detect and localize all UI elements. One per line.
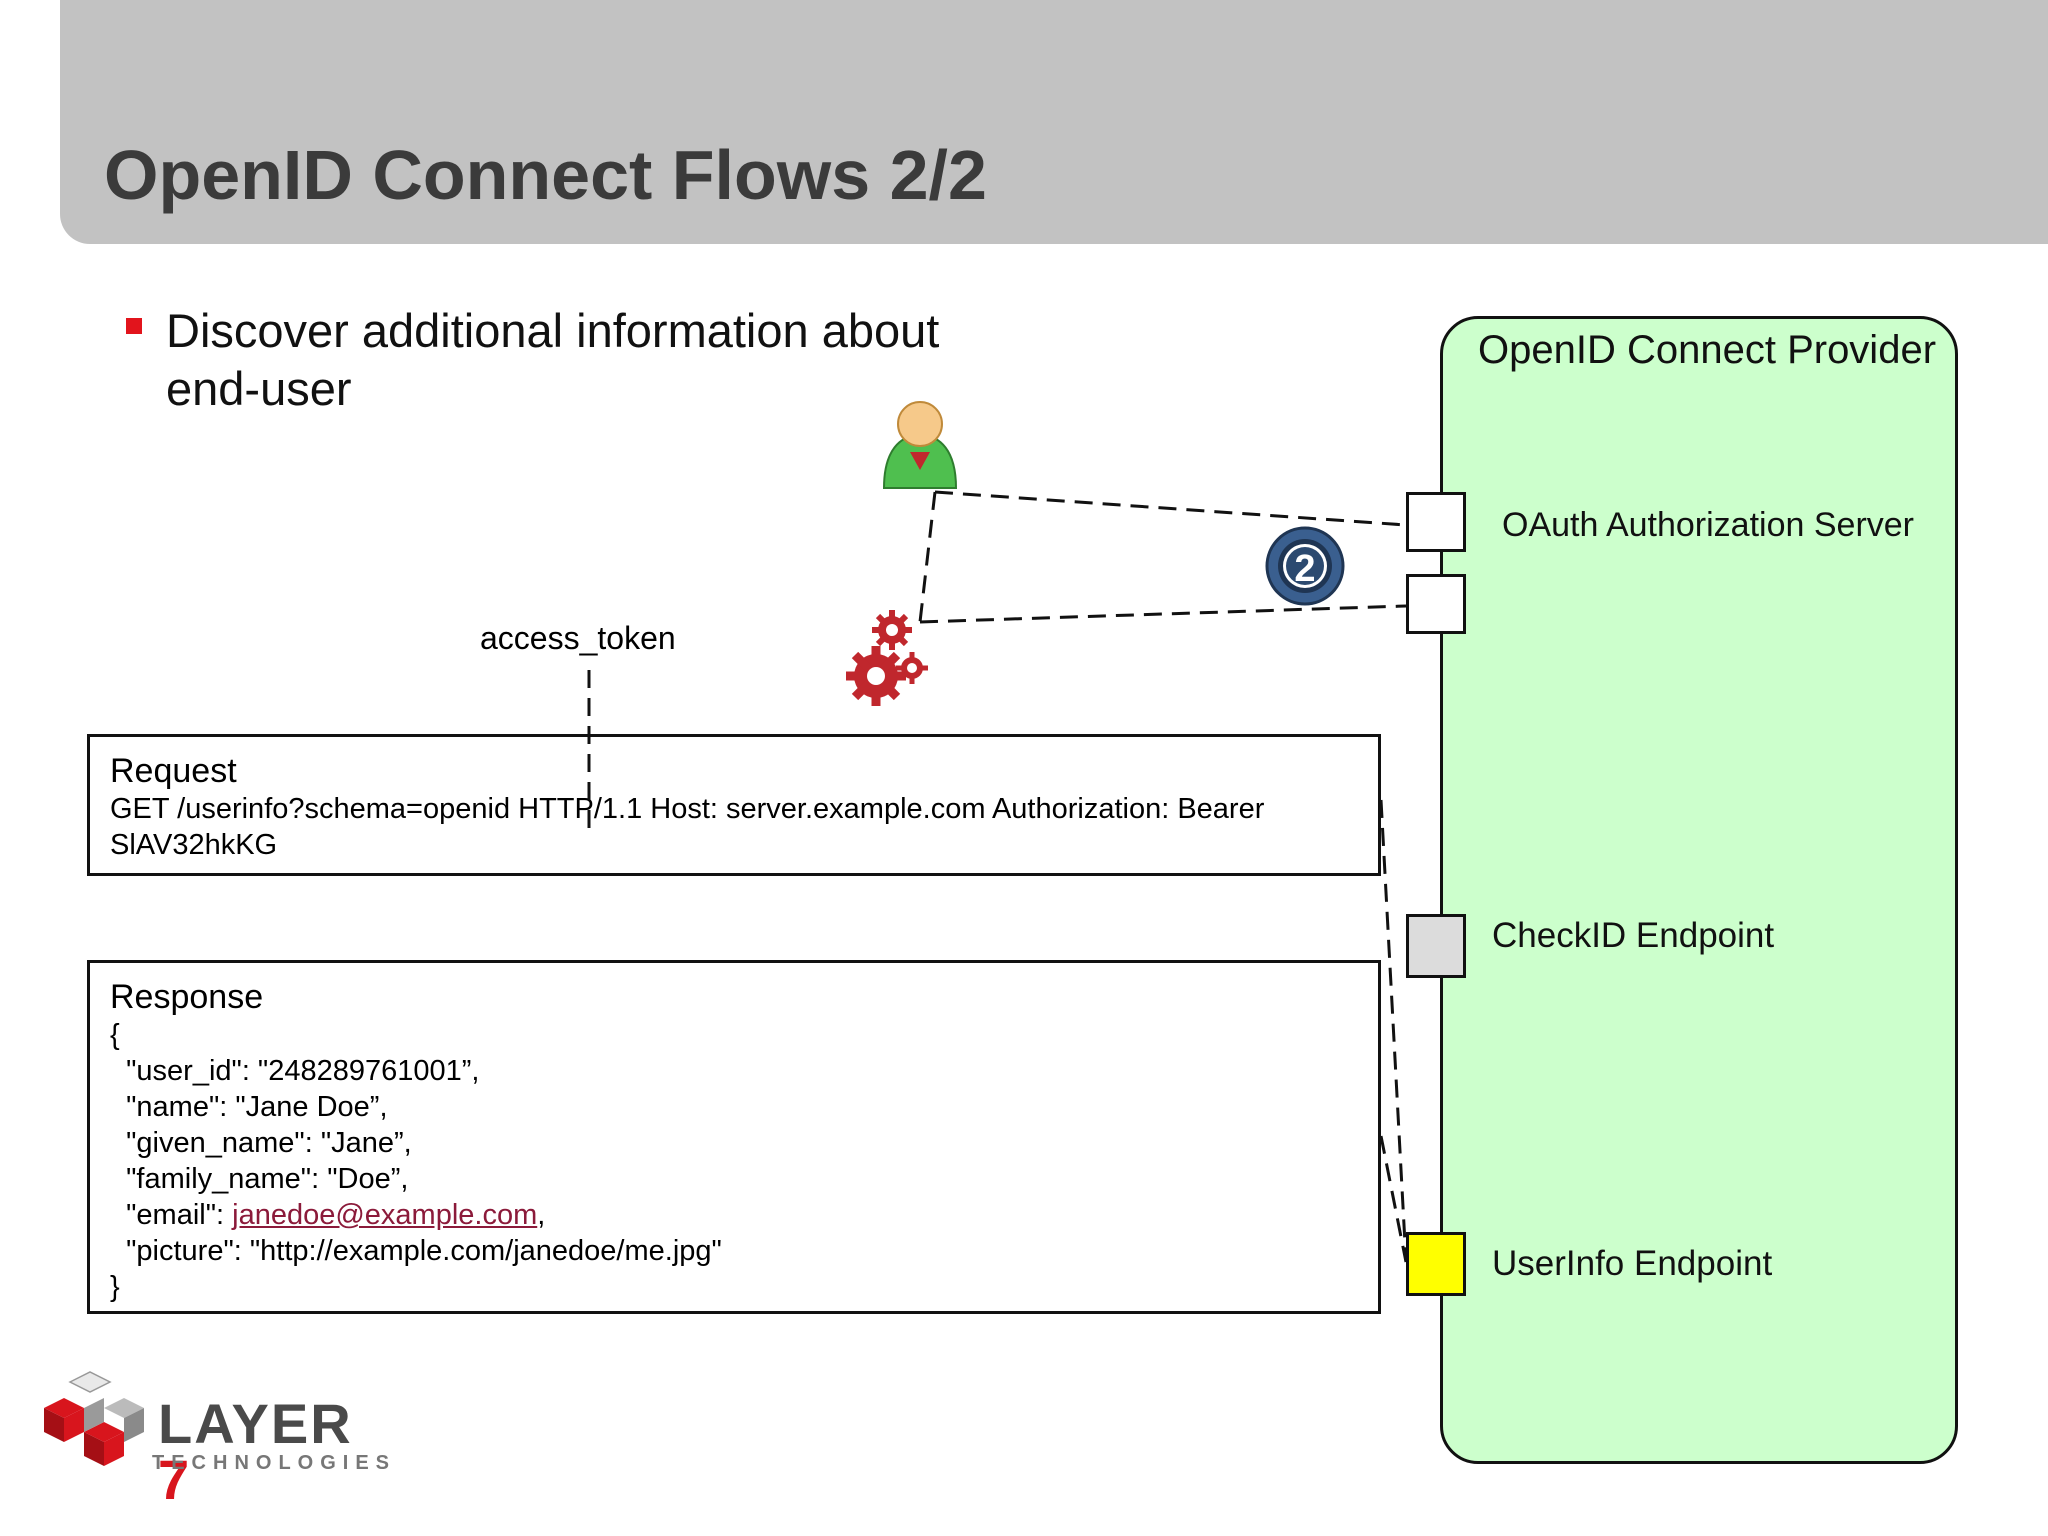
- response-name: "name": "Jane Doe”,: [110, 1091, 388, 1123]
- logo-wordmark: LAYER 7: [158, 1396, 400, 1508]
- response-title: Response: [110, 978, 264, 1016]
- response-user-id: "user_id": "248289761001”,: [110, 1055, 480, 1087]
- response-close-brace: }: [110, 1271, 120, 1303]
- logo-word: LAYER: [158, 1392, 353, 1455]
- logo-subtitle: TECHNOLOGIES: [152, 1452, 397, 1474]
- bullet-marker: [126, 318, 142, 334]
- oauth-server-box-top: [1406, 492, 1466, 552]
- connector-request-to-userinfo: [1379, 799, 1408, 1263]
- response-email-key: "email":: [110, 1199, 233, 1231]
- title-bar: [60, 0, 2048, 244]
- checkid-endpoint-box: [1406, 914, 1466, 978]
- user-avatar-icon: [882, 401, 958, 489]
- oauth2-badge-icon: 2: [1265, 526, 1345, 606]
- provider-title: OpenID Connect Provider: [1478, 328, 1937, 372]
- connector-user-to-gears: [918, 491, 937, 623]
- openid-provider-box: [1440, 316, 1958, 1464]
- response-family-name: "family_name": "Doe”,: [110, 1163, 409, 1195]
- slide-title: OpenID Connect Flows 2/2: [104, 136, 987, 214]
- request-line-1: GET /userinfo?schema=openid HTTP/1.1 Hos…: [110, 793, 1265, 825]
- layer7-cube-icon: [44, 1371, 144, 1466]
- checkid-endpoint-label: CheckID Endpoint: [1492, 916, 1775, 955]
- oauth-server-label: OAuth Authorization Server: [1502, 506, 1915, 544]
- response-email-line: "email": janedoe@example.com,: [110, 1197, 1358, 1233]
- oauth-server-box-bottom: [1406, 574, 1466, 634]
- connector-user-to-oauth: [934, 490, 1407, 527]
- email-link[interactable]: janedoe@example.com: [232, 1199, 538, 1231]
- userinfo-endpoint-box: [1406, 1232, 1466, 1296]
- bullet-text: Discover additional information about en…: [166, 304, 940, 415]
- response-picture: "picture": "http://example.com/janedoe/m…: [110, 1235, 722, 1267]
- response-box: Response { "user_id": "248289761001”, "n…: [87, 960, 1381, 1314]
- request-title: Request: [110, 752, 237, 790]
- gears-icon: [846, 610, 928, 706]
- connector-response-to-userinfo: [1379, 1135, 1408, 1263]
- request-box: Request GET /userinfo?schema=openid HTTP…: [87, 734, 1381, 876]
- userinfo-endpoint-label: UserInfo Endpoint: [1492, 1244, 1773, 1283]
- response-email-suffix: ,: [537, 1199, 546, 1231]
- access-token-label: access_token: [480, 620, 676, 656]
- connector-gears-to-oauth: [919, 604, 1407, 624]
- layer7-logo: LAYER 7 TECHNOLOGIES: [40, 1368, 400, 1508]
- logo-number: 7: [158, 1448, 192, 1511]
- response-given-name: "given_name": "Jane”,: [110, 1127, 412, 1159]
- oauth2-badge-number: 2: [1294, 548, 1315, 590]
- request-line-2: SlAV32hkKG: [110, 829, 278, 861]
- response-open-brace: {: [110, 1019, 120, 1051]
